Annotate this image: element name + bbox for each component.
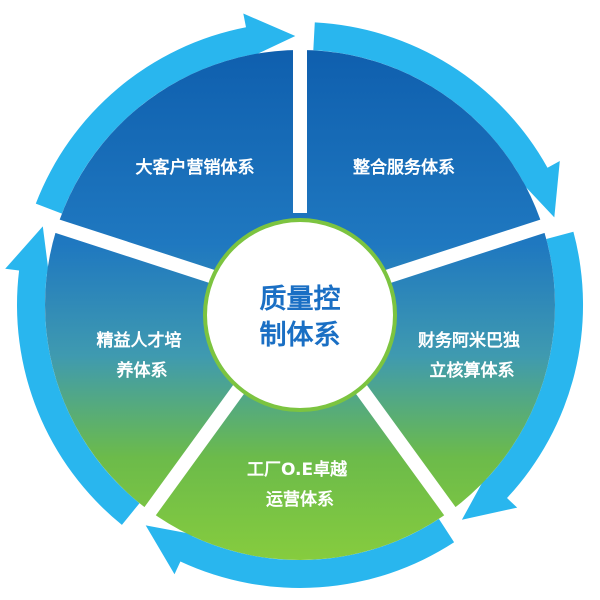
segment-label-finance-amoeba: 财务阿米巴独 立核算体系 [417, 330, 526, 381]
ring-arrow-top-right [313, 22, 560, 218]
ring-arrow-bottom [145, 518, 455, 588]
separator-right [385, 218, 547, 284]
center-title-line-2: 制体系 [260, 320, 341, 351]
segment-separators [53, 48, 547, 518]
ring-arrow-right [461, 231, 584, 520]
separator-left [53, 218, 215, 284]
ring-arrow-left [5, 226, 140, 525]
ring-arrow-top-left [35, 13, 296, 214]
segment-label-factory-oe: 工厂O.E卓越 运营体系 [247, 459, 353, 510]
separator-bottom-left [143, 375, 252, 518]
outer-arrow-ring [5, 13, 584, 588]
separator-bottom-right [348, 375, 457, 518]
segment-label-key-account-marketing: 大客户营销体系 [136, 157, 255, 178]
segment-label-lean-talent: 精益人才培 养体系 [97, 330, 188, 381]
center-title-line-1: 质量控 [260, 284, 341, 315]
center-circle [203, 218, 397, 412]
segment-label-integrated-service: 整合服务体系 [353, 157, 455, 178]
